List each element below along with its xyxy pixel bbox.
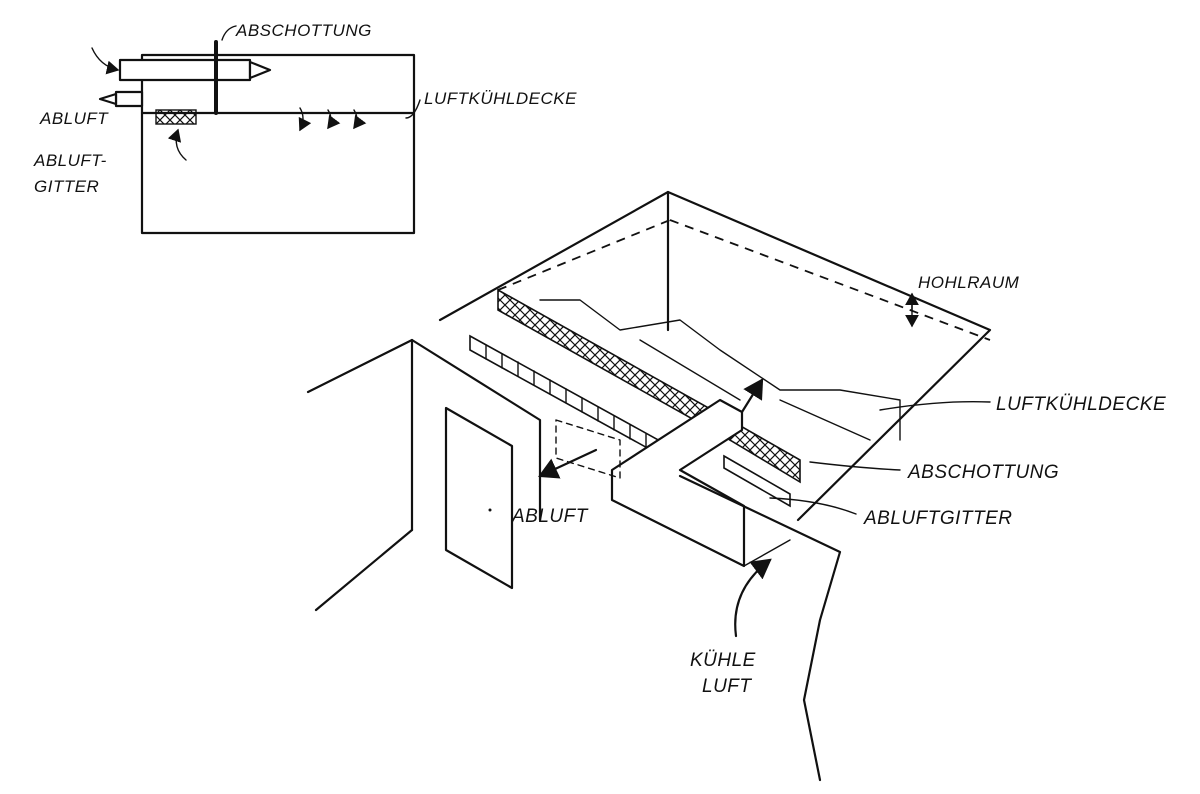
- inset-grille: [155, 109, 197, 125]
- inset-label-abluftgitter: ABLUFT-: [33, 151, 107, 170]
- inset-leader: [221, 25, 237, 41]
- label-kuehle-luft: LUFT: [702, 676, 752, 697]
- label-abluft: ABLUFT: [511, 506, 589, 527]
- label-luftkuehldecke: LUFTKÜHLDECKE: [996, 394, 1166, 415]
- inset-cool-air-arrow: [353, 109, 367, 130]
- luftkuehldecke-panels: [779, 399, 871, 441]
- label-abluftgitter: ABLUFTGITTER: [863, 508, 1013, 529]
- left-wall: [306, 338, 542, 522]
- inset-label-abluftgitter: GITTER: [34, 177, 99, 196]
- label-kuehle-luft: KÜHLE: [690, 650, 756, 671]
- inset-room-outline: [140, 53, 416, 235]
- inset-label-abschottung: ABSCHOTTUNG: [235, 21, 372, 40]
- leader-luftkuehldecke: [879, 400, 991, 411]
- leader-abluftgitter: [769, 497, 857, 515]
- leader-abschottung: [809, 461, 901, 471]
- inset-inflow-arrow: [91, 47, 120, 75]
- inset-supply-duct: [118, 58, 252, 82]
- abluft-arrow: [538, 448, 598, 479]
- ceiling-frame: [438, 190, 992, 522]
- inset-grille-arrow: [167, 128, 187, 161]
- exhaust-box: [555, 419, 621, 479]
- inset-supply-arrow: [248, 60, 272, 80]
- front-wall: [678, 474, 842, 782]
- inset-cool-air-arrow: [298, 107, 312, 132]
- inset-label-luftkuehldecke: LUFTKÜHLDECKE: [424, 89, 577, 108]
- isometric-room-sketch: [306, 190, 992, 782]
- inset-exhaust-arrow: [98, 92, 118, 106]
- luftkuehldecke-panels: [539, 299, 901, 441]
- cavity-dashed-line: [669, 219, 991, 341]
- inset-section-diagram: [91, 25, 421, 235]
- abluftgitter-strip: [723, 454, 791, 508]
- label-hohlraum: HOHLRAUM: [918, 273, 1020, 292]
- cavity-dashed-line: [497, 219, 671, 291]
- inset-cool-air-arrow: [327, 109, 341, 130]
- kuehle-luft-arrow: [734, 558, 772, 638]
- supply-up-arrow: [740, 378, 764, 414]
- door-knob: [488, 508, 492, 512]
- label-abschottung: ABSCHOTTUNG: [907, 462, 1059, 483]
- inset-leader: [405, 99, 421, 119]
- abluftgitter-slots: [485, 344, 663, 458]
- floor-line: [314, 528, 414, 612]
- luftkuehldecke-panels: [639, 339, 741, 401]
- door: [444, 406, 514, 590]
- inset-label-abluft: ABLUFT: [39, 109, 109, 128]
- inset-exhaust-box: [114, 90, 144, 108]
- supply-duct: [610, 398, 746, 568]
